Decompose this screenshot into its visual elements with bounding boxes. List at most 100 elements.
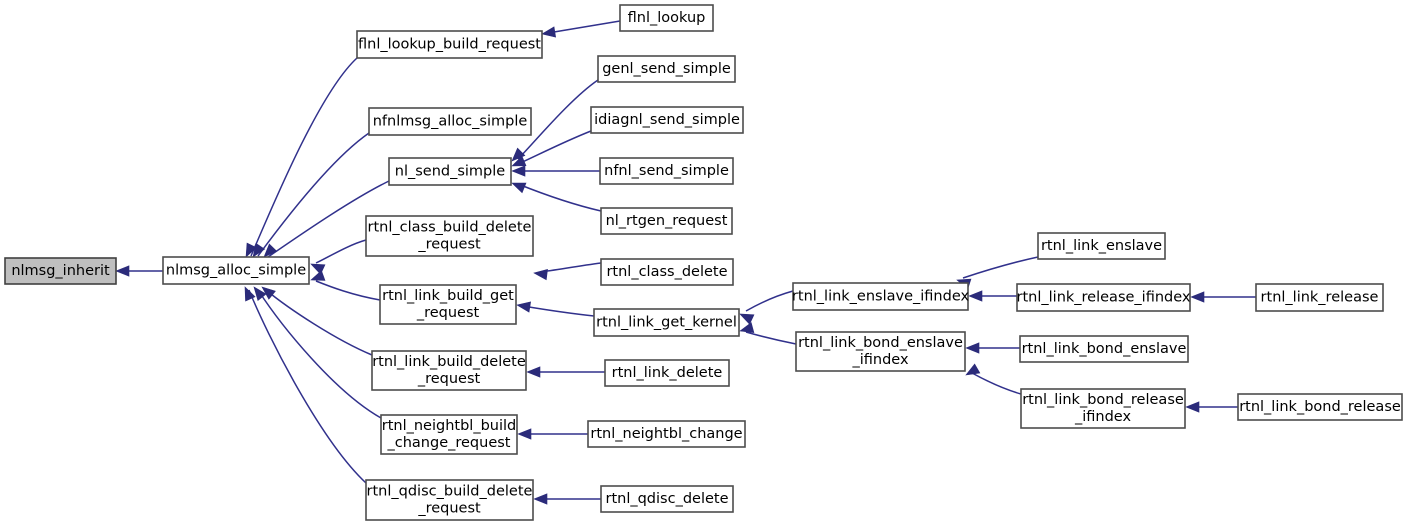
node-label: rtnl_neightbl_build_change_request <box>382 418 516 451</box>
arrowhead-icon <box>511 147 526 162</box>
graph-node-rtnl_link_enslave_ifindex[interactable]: rtnl_link_enslave_ifindex <box>792 282 970 311</box>
node-box[interactable] <box>379 284 517 325</box>
arrowhead-icon <box>245 242 257 258</box>
graph-node-rtnl_link_get_kernel[interactable]: rtnl_link_get_kernel <box>593 308 740 337</box>
arrowhead-icon <box>965 342 980 354</box>
arrowhead-icon <box>739 313 755 325</box>
node-box[interactable] <box>604 359 730 387</box>
call-edge <box>265 289 373 356</box>
call-edge <box>267 180 390 258</box>
node-box[interactable] <box>590 106 744 134</box>
node-label: rtnl_link_build_delete_request <box>372 354 526 387</box>
node-box[interactable] <box>587 420 746 448</box>
node-box[interactable] <box>365 215 534 257</box>
call-edge <box>315 239 367 264</box>
arrowheads-layer <box>115 26 1205 505</box>
graph-node-nfnlmsg_alloc_simple[interactable]: nfnlmsg_alloc_simple <box>368 107 532 136</box>
node-label: idiagnl_send_simple <box>594 112 740 128</box>
arrowhead-icon <box>511 155 527 167</box>
arrowhead-icon <box>310 263 326 275</box>
node-box[interactable] <box>388 157 512 186</box>
node-box[interactable] <box>356 30 543 59</box>
graph-node-rtnl_link_build_get_request[interactable]: rtnl_link_build_get_request <box>379 284 517 325</box>
node-box[interactable] <box>792 282 969 311</box>
node-label: rtnl_link_build_get_request <box>382 288 514 321</box>
node-label: nl_rtgen_request <box>606 213 728 229</box>
graph-node-nlmsg_inherit[interactable]: nlmsg_inherit <box>4 257 117 285</box>
node-box[interactable] <box>599 157 734 185</box>
call-edge <box>522 305 595 317</box>
node-label: nl_send_simple <box>395 164 506 180</box>
graph-node-rtnl_neightbl_change[interactable]: rtnl_neightbl_change <box>587 420 746 448</box>
call-edge <box>745 290 794 312</box>
node-box[interactable] <box>1255 283 1384 312</box>
graph-node-idiagnl_send_simple[interactable]: idiagnl_send_simple <box>590 106 744 134</box>
node-box[interactable] <box>600 485 734 513</box>
graph-node-rtnl_link_release_ifindex[interactable]: rtnl_link_release_ifindex <box>1016 283 1191 312</box>
arrowhead-icon <box>244 286 256 302</box>
nodes-layer: nlmsg_inherit nlmsg_alloc_simple flnl_look… <box>4 4 1403 521</box>
graph-node-rtnl_link_bond_enslave_ifindex[interactable]: rtnl_link_bond_enslave_ifindex <box>795 331 966 372</box>
graph-node-rtnl_class_delete[interactable]: rtnl_class_delete <box>600 258 734 286</box>
arrowhead-icon <box>533 269 548 281</box>
graph-node-nl_rtgen_request[interactable]: nl_rtgen_request <box>600 207 733 235</box>
graph-node-rtnl_neightbl_build_change_request[interactable]: rtnl_neightbl_build_change_request <box>380 414 518 455</box>
graph-node-flnl_lookup_build_request[interactable]: flnl_lookup_build_request <box>356 30 543 59</box>
node-box[interactable] <box>380 414 518 455</box>
node-box[interactable] <box>371 350 527 391</box>
graph-node-rtnl_link_bond_release[interactable]: rtnl_link_bond_release <box>1237 393 1403 421</box>
graph-node-rtnl_qdisc_build_delete_request[interactable]: rtnl_qdisc_build_delete_request <box>365 479 534 521</box>
graph-node-rtnl_qdisc_delete[interactable]: rtnl_qdisc_delete <box>600 485 734 513</box>
node-box[interactable] <box>1019 335 1189 363</box>
node-box[interactable] <box>600 258 734 286</box>
node-label: rtnl_link_bond_enslave_ifindex <box>798 335 963 368</box>
graph-node-nl_send_simple[interactable]: nl_send_simple <box>388 157 512 186</box>
node-label: rtnl_qdisc_build_delete_request <box>367 484 533 517</box>
arrowhead-icon <box>526 366 541 378</box>
arrowhead-icon <box>965 363 981 376</box>
arrowhead-icon <box>253 286 267 301</box>
graph-node-rtnl_link_release[interactable]: rtnl_link_release <box>1255 283 1384 312</box>
graph-node-nlmsg_alloc_simple[interactable]: nlmsg_alloc_simple <box>162 256 310 285</box>
arrowhead-icon <box>739 322 755 334</box>
graph-node-rtnl_link_build_delete_request[interactable]: rtnl_link_build_delete_request <box>371 350 527 391</box>
node-box[interactable] <box>597 55 736 83</box>
node-label: rtnl_class_delete <box>606 264 727 280</box>
node-box[interactable] <box>619 4 714 32</box>
node-label: genl_send_simple <box>602 61 731 77</box>
node-label: flnl_lookup_build_request <box>358 37 541 53</box>
node-label: rtnl_link_get_kernel <box>596 315 737 331</box>
node-box[interactable] <box>1016 283 1191 312</box>
graph-node-genl_send_simple[interactable]: genl_send_simple <box>597 55 736 83</box>
arrowhead-icon <box>511 182 527 194</box>
arrowhead-icon <box>968 290 983 302</box>
arrowhead-icon <box>252 242 266 258</box>
call-edge <box>539 262 602 273</box>
arrowhead-icon <box>115 265 130 277</box>
graph-node-rtnl_link_bond_release_ifindex[interactable]: rtnl_link_bond_release_ifindex <box>1020 388 1186 429</box>
node-box[interactable] <box>795 331 966 372</box>
node-box[interactable] <box>1237 393 1403 421</box>
node-box[interactable] <box>365 479 534 521</box>
node-box[interactable] <box>1020 388 1186 429</box>
node-box[interactable] <box>162 256 310 285</box>
graph-node-rtnl_link_enslave[interactable]: rtnl_link_enslave <box>1037 232 1166 260</box>
graph-node-rtnl_link_delete[interactable]: rtnl_link_delete <box>604 359 730 387</box>
call-edge <box>257 132 370 257</box>
arrowhead-icon <box>1190 291 1205 303</box>
node-box[interactable] <box>1037 232 1166 260</box>
node-box[interactable] <box>593 308 740 337</box>
graph-node-flnl_lookup[interactable]: flnl_lookup <box>619 4 714 32</box>
node-box[interactable] <box>368 107 532 136</box>
graph-node-rtnl_link_bond_enslave[interactable]: rtnl_link_bond_enslave <box>1019 335 1189 363</box>
node-label: rtnl_link_release_ifindex <box>1017 290 1191 306</box>
node-box[interactable] <box>4 257 117 285</box>
graph-node-rtnl_class_build_delete_request[interactable]: rtnl_class_build_delete_request <box>365 215 534 257</box>
node-box[interactable] <box>600 207 733 235</box>
arrowhead-icon <box>1185 401 1200 413</box>
node-label: nfnl_send_simple <box>604 163 729 179</box>
arrowhead-icon <box>533 493 548 505</box>
graph-node-nfnl_send_simple[interactable]: nfnl_send_simple <box>599 157 734 185</box>
